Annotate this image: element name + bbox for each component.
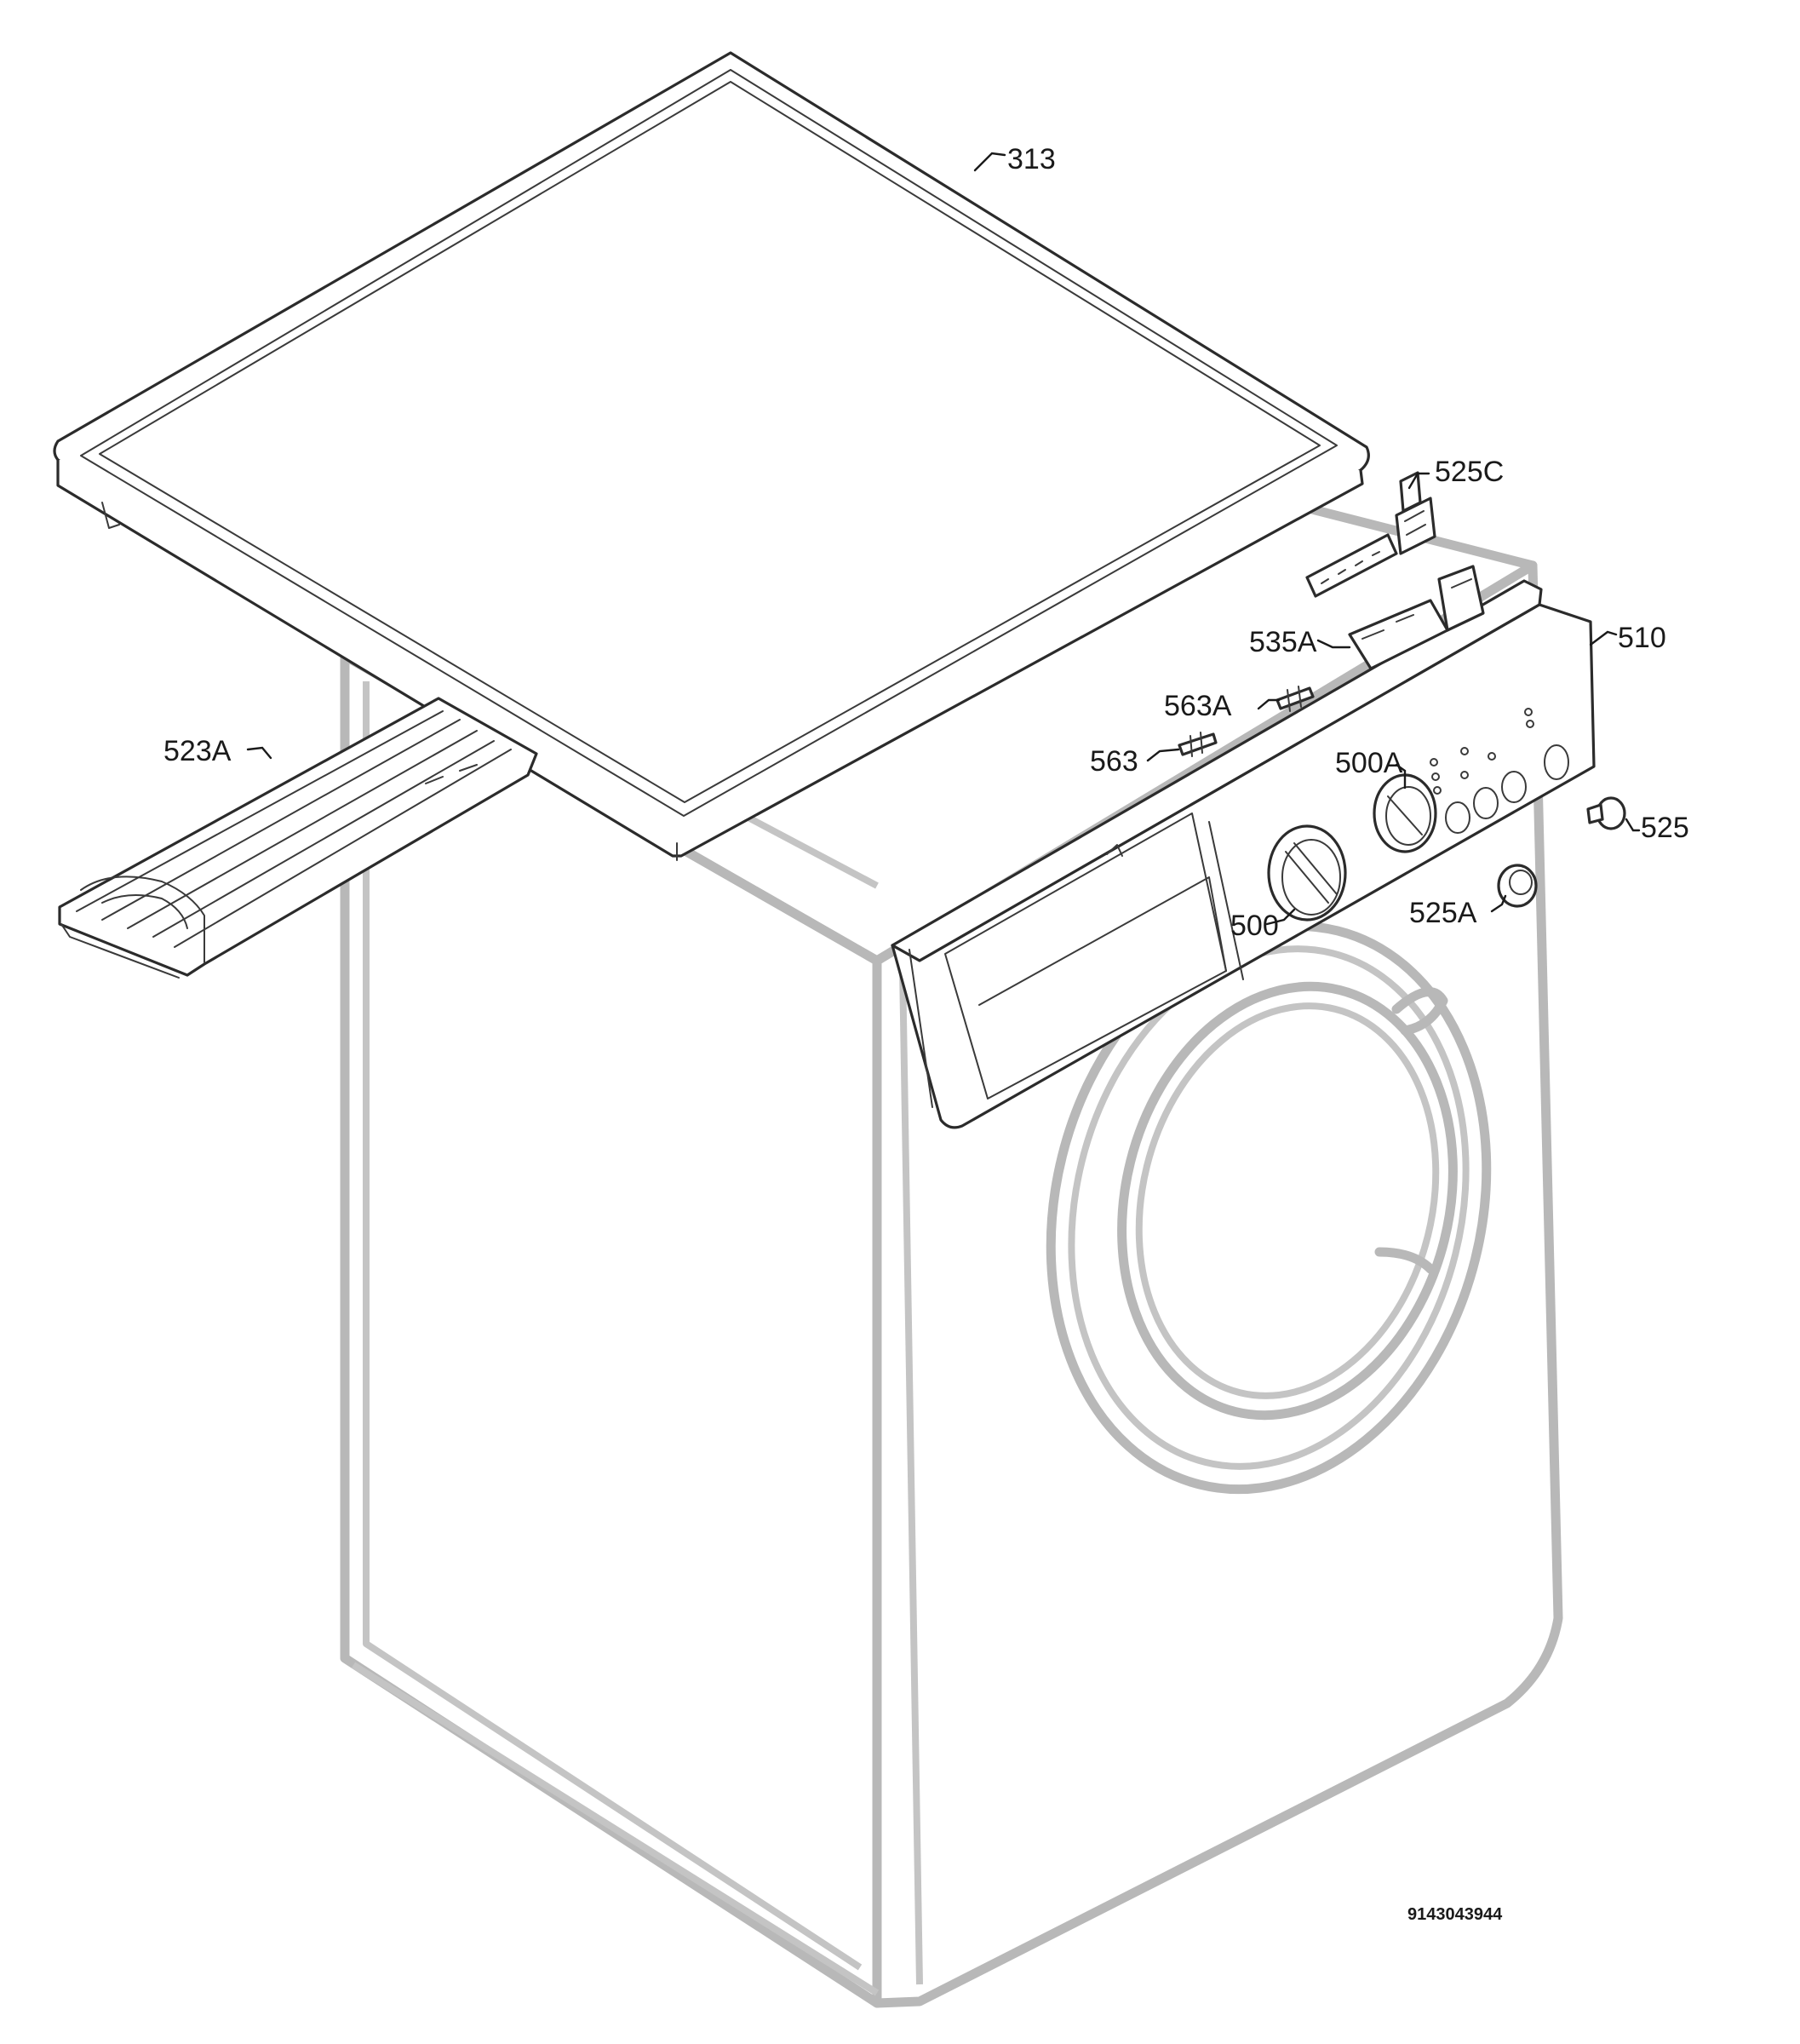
indicator-dots <box>1430 708 1534 795</box>
diagram-code: 9143043944 <box>1407 1905 1503 1924</box>
round-button-part <box>1497 864 1538 908</box>
callout-500a: 500A <box>1335 747 1403 779</box>
callout-563: 563 <box>1090 745 1138 778</box>
callout-labels: 313 525C 510 535A 563A 563 523A 500A 525… <box>163 143 1689 1924</box>
dispenser-drawer-part <box>58 697 538 979</box>
callout-525c: 525C <box>1435 456 1504 488</box>
leader-lines <box>246 152 1641 926</box>
led-board-part <box>1305 533 1398 598</box>
push-button-part <box>1586 796 1626 830</box>
callout-313: 313 <box>1007 143 1056 175</box>
lamp-support-part <box>1395 471 1436 555</box>
callout-563a: 563A <box>1164 690 1232 722</box>
callout-523a: 523A <box>163 735 232 767</box>
callout-525a: 525A <box>1409 897 1477 929</box>
small-knob-part <box>1373 773 1437 853</box>
pcb-part <box>1348 565 1485 670</box>
door-outline <box>1046 921 1492 1495</box>
pushrod-a-part <box>1275 686 1315 712</box>
callout-525: 525 <box>1641 812 1689 844</box>
pushrod-part <box>1178 732 1218 757</box>
callout-535a: 535A <box>1249 626 1317 658</box>
lid-part <box>53 51 1370 861</box>
callout-510: 510 <box>1618 622 1666 654</box>
control-panel-part <box>891 579 1596 1129</box>
callout-500: 500 <box>1230 910 1279 942</box>
main-knob-part <box>1267 824 1347 922</box>
panel-buttons <box>1445 744 1569 834</box>
